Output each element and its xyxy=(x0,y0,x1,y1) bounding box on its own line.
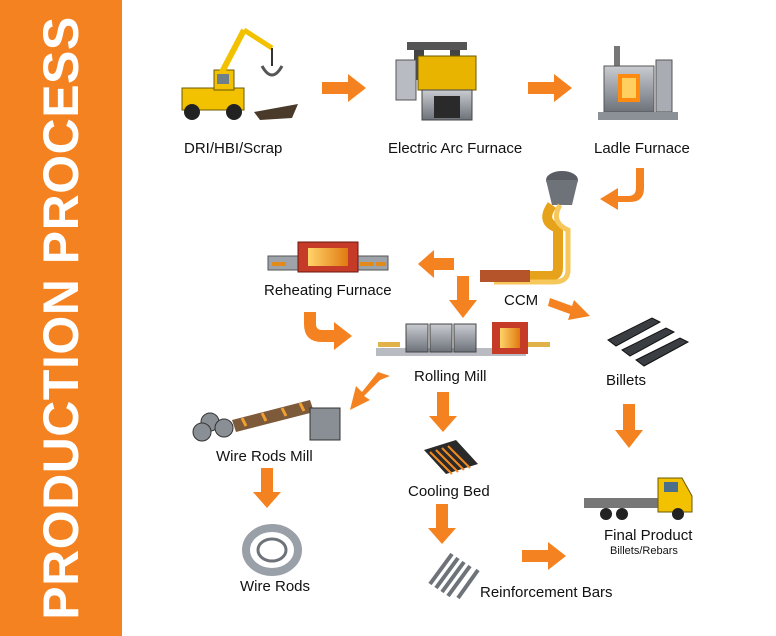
wire-rods-icon xyxy=(242,524,302,576)
arrow-scrap-to-eaf xyxy=(322,74,366,102)
billets-icon xyxy=(607,317,690,367)
crane-icon xyxy=(181,27,298,120)
reheating-furnace-icon xyxy=(267,241,389,273)
rolling-mill-icon xyxy=(376,322,550,356)
arrow-wiremill-to-wirerods xyxy=(253,468,281,508)
step-label-wire-rods-mill: Wire Rods Mill xyxy=(216,448,313,465)
arrow-ccm-to-reheating xyxy=(418,250,454,278)
wire-rods-mill-icon xyxy=(192,400,341,442)
arrow-ccm-to-rolling xyxy=(449,276,477,318)
arc-furnace-icon xyxy=(395,42,477,121)
step-label-final-product: Final Product xyxy=(604,527,693,544)
arrow-rolling-to-wiremill xyxy=(350,372,390,410)
banner-title: PRODUCTION PROCESS xyxy=(33,16,89,620)
rebar-icon xyxy=(428,552,480,600)
diagram-graphics xyxy=(181,27,693,600)
step-label-billets: Billets xyxy=(606,372,647,389)
step-sublabel-final-product: Billets/Rebars xyxy=(610,545,678,557)
step-label-reinforcement-bars: Reinforcement Bars xyxy=(480,584,613,601)
truck-icon xyxy=(584,477,693,520)
step-label-wire-rods: Wire Rods xyxy=(240,578,311,595)
step-label-reheating-furnace: Reheating Furnace xyxy=(264,282,392,299)
step-label-arc-furnace: Electric Arc Furnace xyxy=(388,140,523,157)
arrow-reheating-to-rolling xyxy=(304,312,352,350)
step-label-ladle-furnace: Ladle Furnace xyxy=(594,140,690,157)
ladle-furnace-icon xyxy=(598,46,678,120)
side-banner: PRODUCTION PROCESS xyxy=(0,0,122,636)
step-label-ccm: CCM xyxy=(504,292,539,309)
cooling-bed-icon xyxy=(424,440,478,475)
step-label-cooling-bed: Cooling Bed xyxy=(408,483,490,500)
step-label-scrap: DRI/HBI/Scrap xyxy=(184,140,283,157)
step-label-rolling-mill: Rolling Mill xyxy=(414,368,487,385)
arrow-rebar-to-final xyxy=(522,542,566,570)
arrows xyxy=(253,74,644,570)
arrow-rolling-to-cooling xyxy=(429,392,457,432)
arrow-ccm-to-billets xyxy=(548,298,590,320)
arrow-eaf-to-ladle xyxy=(528,74,572,102)
process-diagram: DRI/HBI/Scrap Electric Arc Furnace Ladle… xyxy=(122,0,776,636)
ccm-icon xyxy=(480,171,578,285)
arrow-ladle-to-ccm xyxy=(600,168,644,210)
arrow-billets-to-final xyxy=(615,404,643,448)
arrow-cooling-to-rebar xyxy=(428,504,456,544)
